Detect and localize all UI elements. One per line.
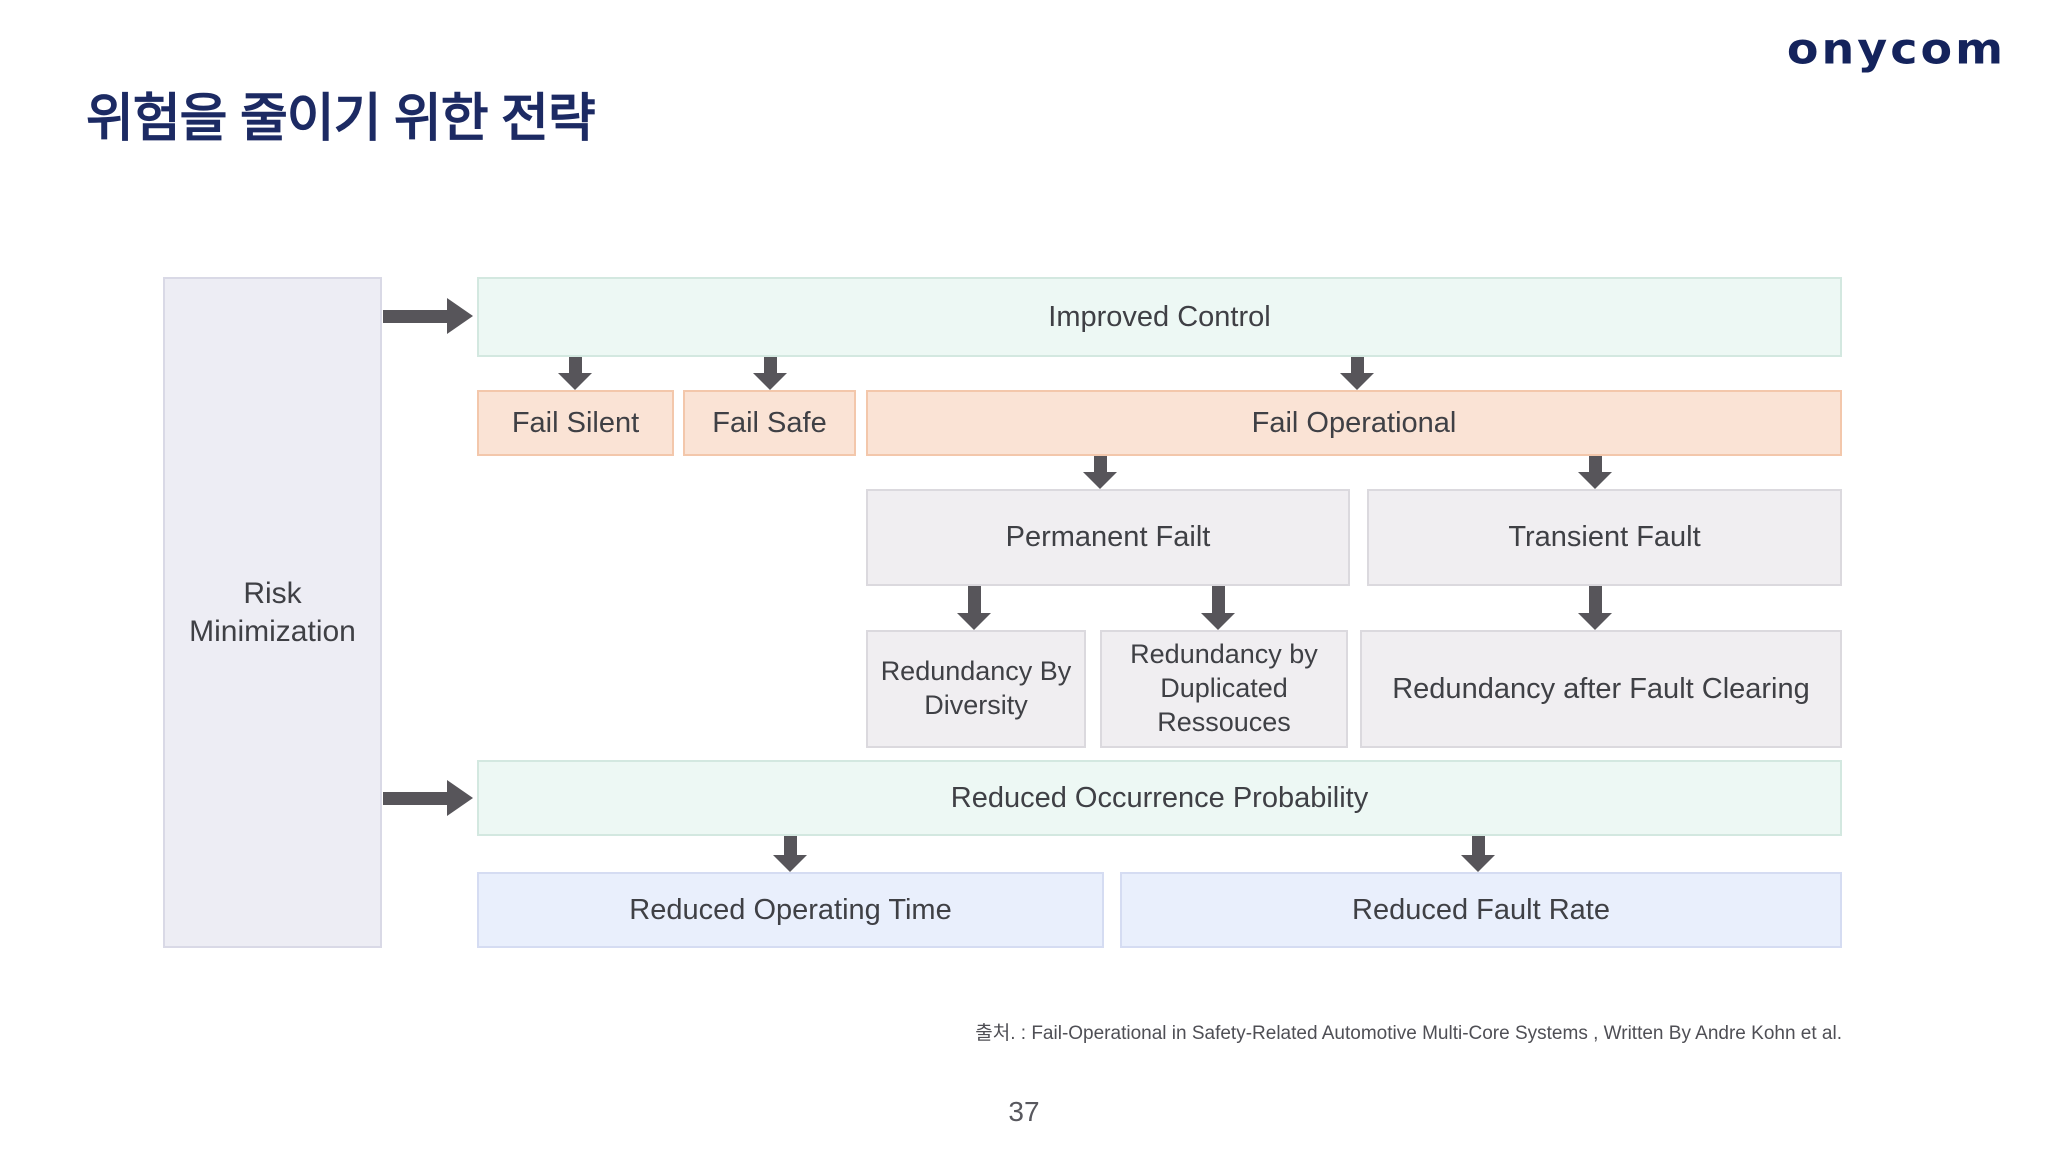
- redundancy-after-fault-clearing-box: Redundancy after Fault Clearing: [1360, 630, 1842, 748]
- arrow-risk-to-reduced-occurrence-icon: [383, 780, 473, 816]
- company-logo: onycom: [1786, 24, 2006, 74]
- risk-minimization-box: Risk Minimization: [163, 277, 382, 948]
- arrow-risk-to-improved-control-icon: [383, 298, 473, 334]
- reduced-fault-rate-box: Reduced Fault Rate: [1120, 872, 1842, 948]
- arrow-to-reduced-operating-time-icon: [773, 836, 807, 872]
- arrow-to-redundancy-by-duplicated-resources-icon: [1201, 586, 1235, 630]
- arrow-to-redundancy-by-diversity-icon: [957, 586, 991, 630]
- arrow-to-transient-fault-icon: [1578, 456, 1612, 489]
- redundancy-by-duplicated-resources-box: Redundancy by Duplicated Ressouces: [1100, 630, 1348, 748]
- permanent-fault-box: Permanent Failt: [866, 489, 1350, 586]
- page-number: 37: [1008, 1096, 1040, 1127]
- reduced-operating-time-box: Reduced Operating Time: [477, 872, 1104, 948]
- source-citation: 출처. : Fail-Operational in Safety-Related…: [975, 1023, 1842, 1044]
- arrow-to-fail-safe-icon: [753, 357, 787, 390]
- reduced-occurrence-probability-box: Reduced Occurrence Probability: [477, 760, 1842, 836]
- transient-fault-box: Transient Fault: [1367, 489, 1842, 586]
- redundancy-by-diversity-box: Redundancy By Diversity: [866, 630, 1086, 748]
- arrow-to-reduced-fault-rate-icon: [1461, 836, 1495, 872]
- arrow-to-redundancy-after-fault-clearing-icon: [1578, 586, 1612, 630]
- arrow-to-fail-operational-icon: [1340, 357, 1374, 390]
- arrow-to-permanent-fault-icon: [1083, 456, 1117, 489]
- fail-safe-box: Fail Safe: [683, 390, 856, 456]
- fail-silent-box: Fail Silent: [477, 390, 674, 456]
- page-title: 위험을 줄이기 위한 전략: [86, 90, 596, 148]
- improved-control-box: Improved Control: [477, 277, 1842, 357]
- arrow-to-fail-silent-icon: [558, 357, 592, 390]
- fail-operational-box: Fail Operational: [866, 390, 1842, 456]
